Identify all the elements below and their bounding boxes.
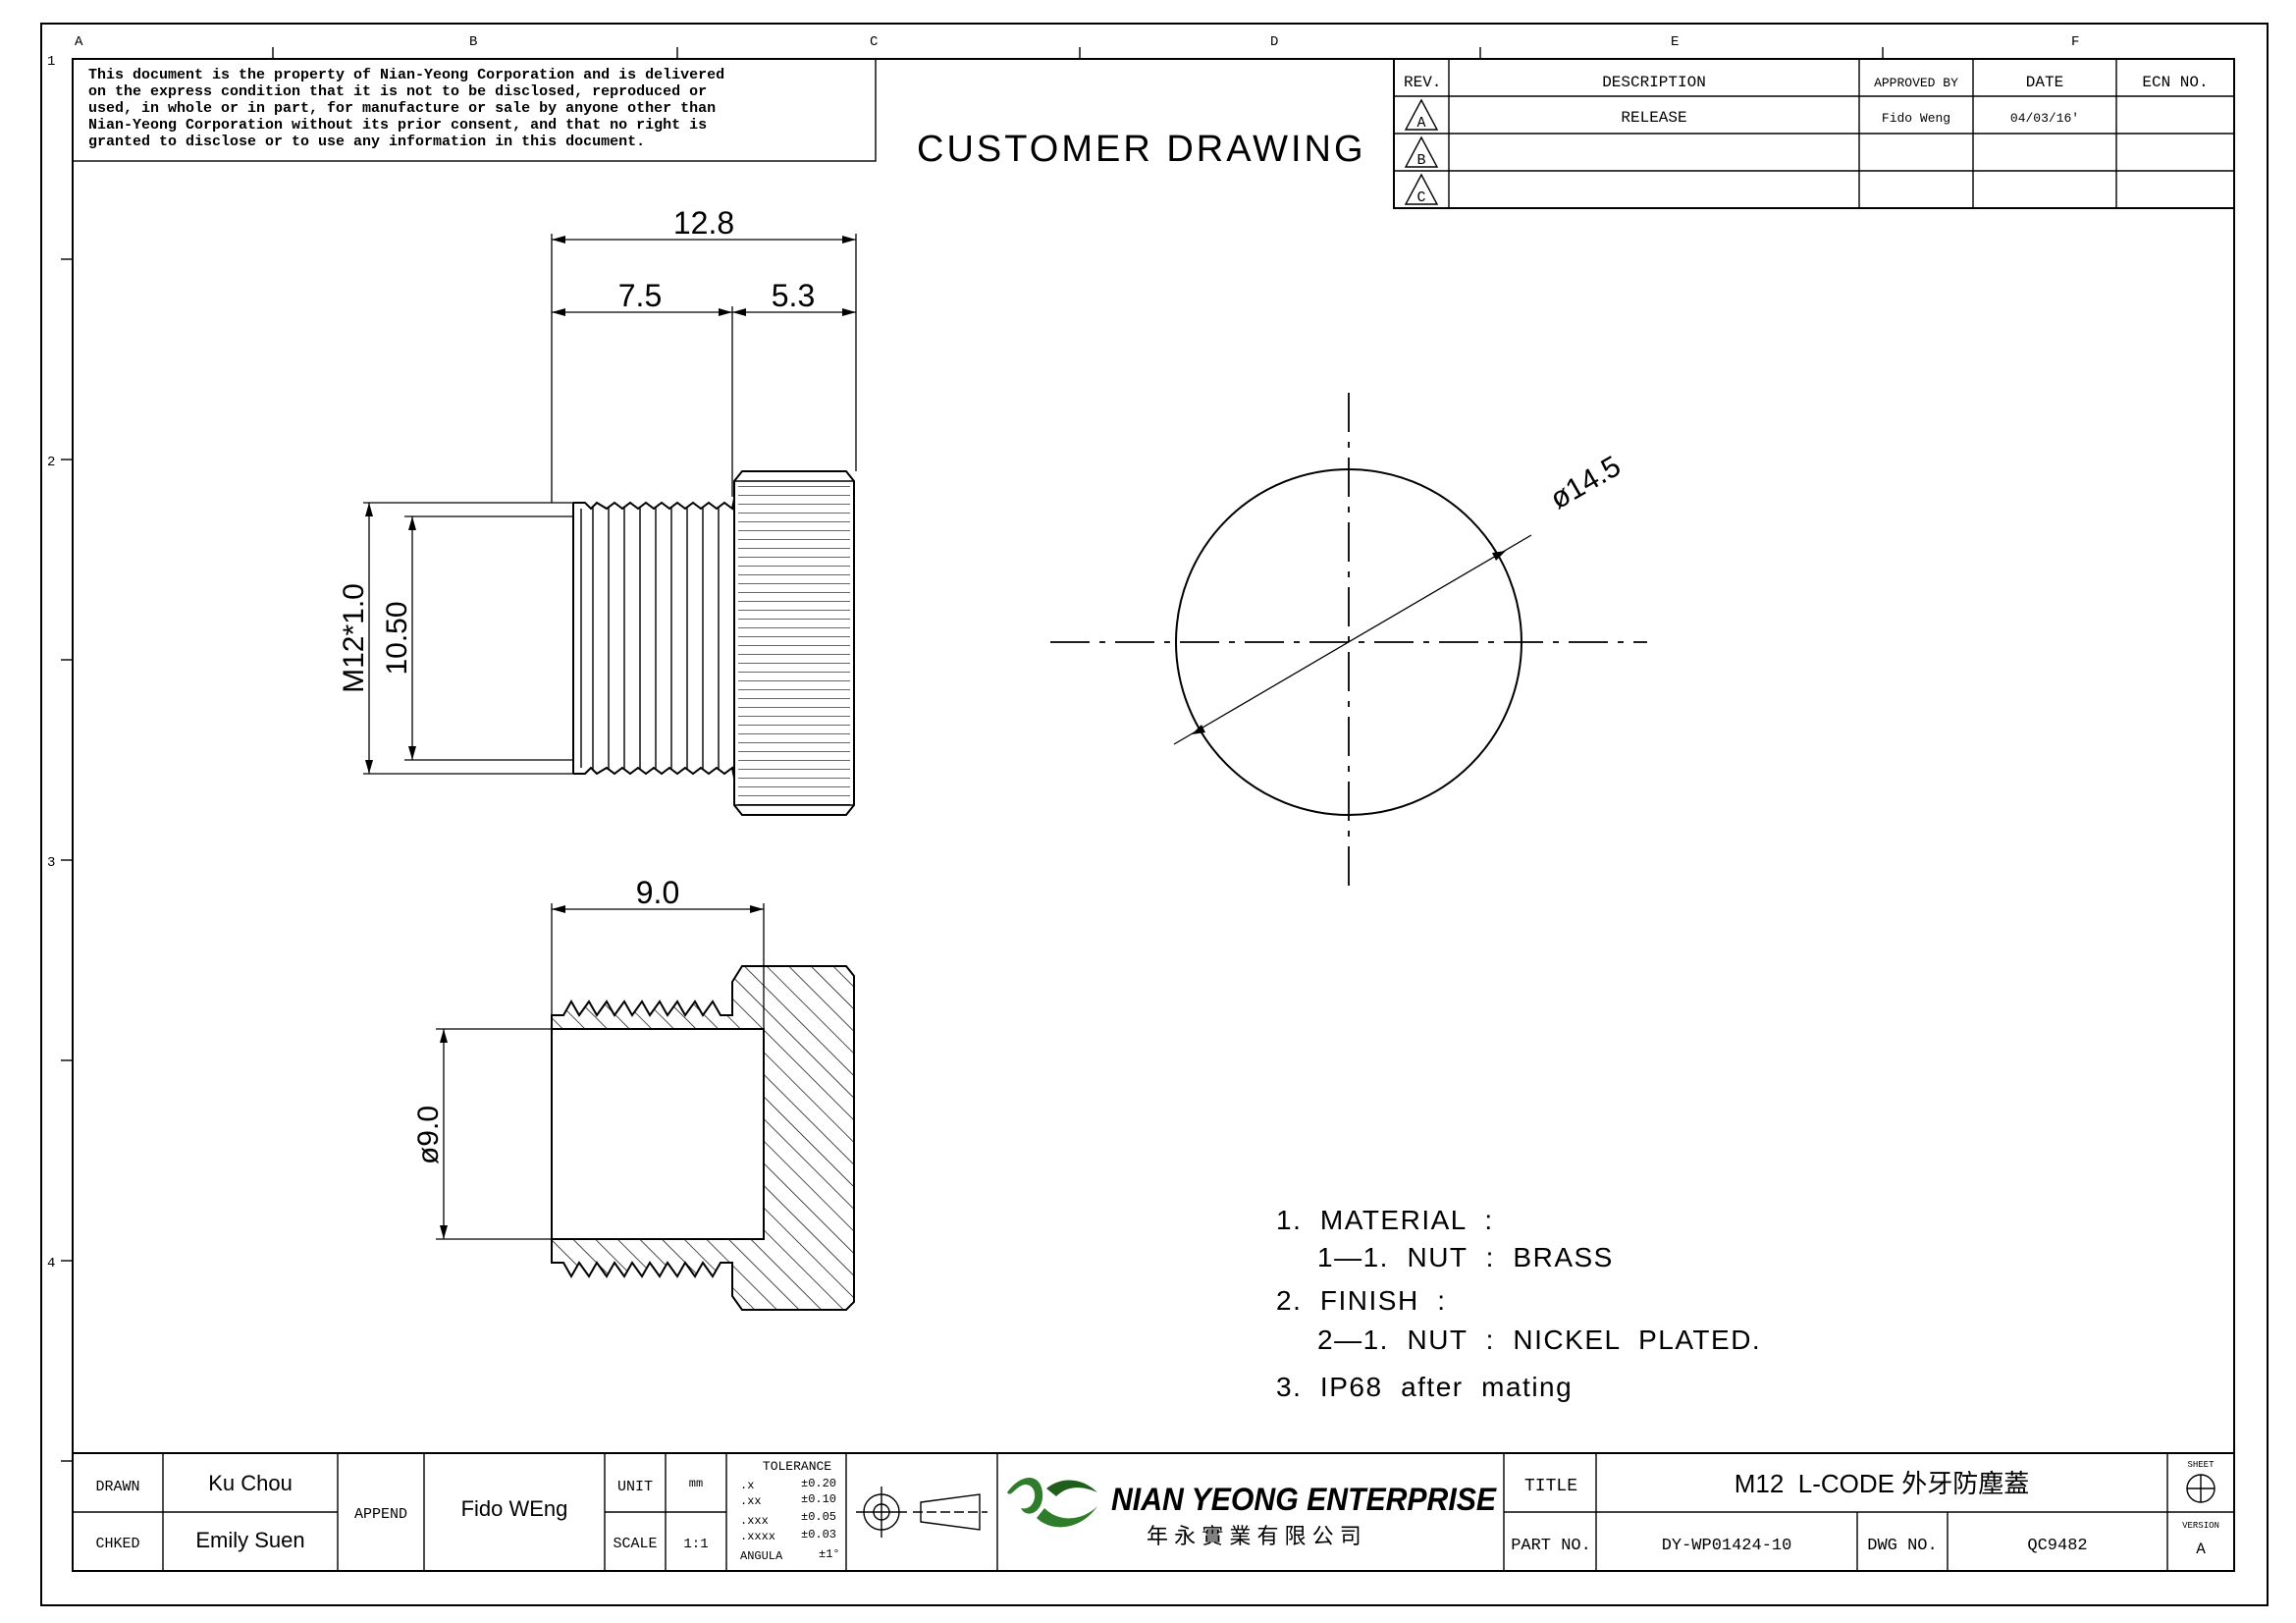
company-name: NIAN YEONG ENTERPRISE [1111, 1482, 1498, 1517]
part-no-value: DY-WP01424-10 [1662, 1537, 1792, 1555]
side-view: 12.8 7.5 5.3 M12*1.0 10.50 [338, 205, 857, 816]
projection-symbol-icon [856, 1487, 988, 1538]
dim-thread-spec: M12*1.0 [338, 583, 370, 693]
column-markers: A B C D E F [75, 34, 2079, 59]
row-label-4: 4 [47, 1256, 55, 1271]
inner-border [72, 58, 2235, 1572]
col-label-a: A [75, 34, 83, 50]
rev-c-letter: C [1416, 189, 1425, 206]
row-label-3: 3 [47, 855, 55, 871]
tol-key-3: .xxx [740, 1514, 769, 1528]
checked-value: Emily Suen [195, 1528, 304, 1552]
drawn-value: Ku Chou [208, 1471, 293, 1495]
note-2-1: 2—1. NUT : NICKEL PLATED. [1317, 1325, 1761, 1355]
rev-header-ecn: ECN NO. [2142, 74, 2208, 91]
revision-table: REV. DESCRIPTION APPROVED BY DATE ECN NO… [1393, 58, 2235, 209]
title-value: M12 L-CODE 外牙防塵蓋 [1735, 1469, 2030, 1498]
col-label-d: D [1270, 34, 1278, 50]
version-label: VERSION [2182, 1521, 2219, 1531]
tolerance-label: TOLERANCE [763, 1459, 831, 1474]
note-2: 2. FINISH : [1276, 1285, 1447, 1316]
company-logo-icon [1007, 1478, 1097, 1528]
rev-header-rev: REV. [1404, 74, 1441, 91]
outer-border [40, 23, 2269, 1606]
rev-a-triangle-icon [1404, 98, 1439, 131]
notice-line-5: granted to disclose or to use any inform… [88, 134, 645, 150]
rev-c-triangle-icon [1404, 173, 1439, 205]
rev-header-date: DATE [2026, 74, 2063, 91]
tol-key-2: .xx [740, 1494, 762, 1508]
note-1: 1. MATERIAL : [1276, 1205, 1494, 1235]
rev-b-triangle-icon [1404, 135, 1439, 168]
col-label-e: E [1671, 34, 1679, 50]
rev-a-date: 04/03/16' [2010, 111, 2079, 126]
rev-b-letter: B [1416, 152, 1425, 169]
row-label-2: 2 [47, 455, 55, 470]
drawn-label: DRAWN [95, 1479, 139, 1495]
checked-label: CHKED [95, 1536, 139, 1552]
tol-val-2: ±0.10 [801, 1492, 836, 1506]
dim-section-length: 9.0 [636, 875, 679, 910]
dim-inner-diameter: 10.50 [381, 601, 413, 675]
unit-label: UNIT [617, 1479, 653, 1495]
tol-val-1: ±0.20 [801, 1477, 836, 1490]
note-1-1: 1—1. NUT : BRASS [1317, 1242, 1614, 1272]
part-no-label: PART NO. [1511, 1537, 1591, 1555]
rev-header-description: DESCRIPTION [1602, 74, 1706, 91]
dwg-no-value: QC9482 [2027, 1537, 2087, 1555]
proprietary-notice: This document is the property of Nian-Ye… [72, 58, 877, 162]
sheet-label: SHEET [2187, 1460, 2215, 1470]
notice-line-2: on the express condition that it is not … [88, 83, 707, 100]
dim-section-bore: ø9.0 [412, 1106, 445, 1164]
append-label: APPEND [354, 1506, 407, 1523]
dim-overall-length: 12.8 [673, 205, 734, 241]
sheet-symbol-icon [2186, 1474, 2216, 1503]
tol-val-5: ±1° [819, 1547, 840, 1561]
section-hatch [551, 965, 855, 1311]
scale-label: SCALE [613, 1536, 657, 1552]
append-value: Fido WEng [461, 1496, 568, 1521]
tol-key-1: .x [740, 1479, 754, 1492]
customer-drawing-title: CUSTOMER DRAWING [917, 129, 1366, 170]
col-label-b: B [469, 34, 477, 50]
rev-a-letter: A [1416, 115, 1425, 132]
rev-a-description: RELEASE [1621, 109, 1686, 127]
tol-key-5: ANGULA [740, 1549, 783, 1563]
dim-thread-length: 7.5 [618, 278, 662, 313]
row-markers: 1 2 3 4 [47, 54, 73, 1462]
notice-line-1: This document is the property of Nian-Ye… [88, 67, 724, 83]
dim-outer-diameter: ø14.5 [1545, 450, 1627, 515]
tol-val-4: ±0.03 [801, 1528, 836, 1542]
dwg-no-label: DWG NO. [1867, 1537, 1937, 1555]
scale-value: 1:1 [683, 1537, 708, 1552]
version-value: A [2196, 1541, 2206, 1558]
end-view: ø14.5 [1050, 393, 1647, 893]
notes-block: 1. MATERIAL : 1—1. NUT : BRASS 2. FINISH… [1276, 1205, 1761, 1402]
note-3: 3. IP68 after mating [1276, 1372, 1573, 1402]
title-block: DRAWN Ku Chou CHKED Emily Suen APPEND Fi… [72, 1452, 2235, 1572]
section-view: 9.0 ø9.0 [412, 875, 855, 1311]
dim-knurl-length: 5.3 [772, 278, 815, 313]
notice-line-3: used, in whole or in part, for manufactu… [88, 100, 716, 117]
col-label-c: C [870, 34, 878, 50]
unit-value: mm [689, 1477, 703, 1490]
tol-val-3: ±0.05 [801, 1510, 836, 1524]
thread-outline [573, 498, 735, 511]
company-chinese-name: 年 永 實 業 有 限 公 司 [1147, 1524, 1362, 1548]
rev-header-approved: APPROVED BY [1874, 76, 1958, 90]
title-label: TITLE [1524, 1477, 1577, 1496]
tol-key-4: .xxxx [740, 1530, 775, 1543]
col-label-f: F [2071, 34, 2079, 50]
row-label-1: 1 [47, 54, 55, 70]
rev-a-approved: Fido Weng [1882, 111, 1950, 126]
notice-line-4: Nian-Yeong Corporation without its prior… [88, 117, 707, 134]
